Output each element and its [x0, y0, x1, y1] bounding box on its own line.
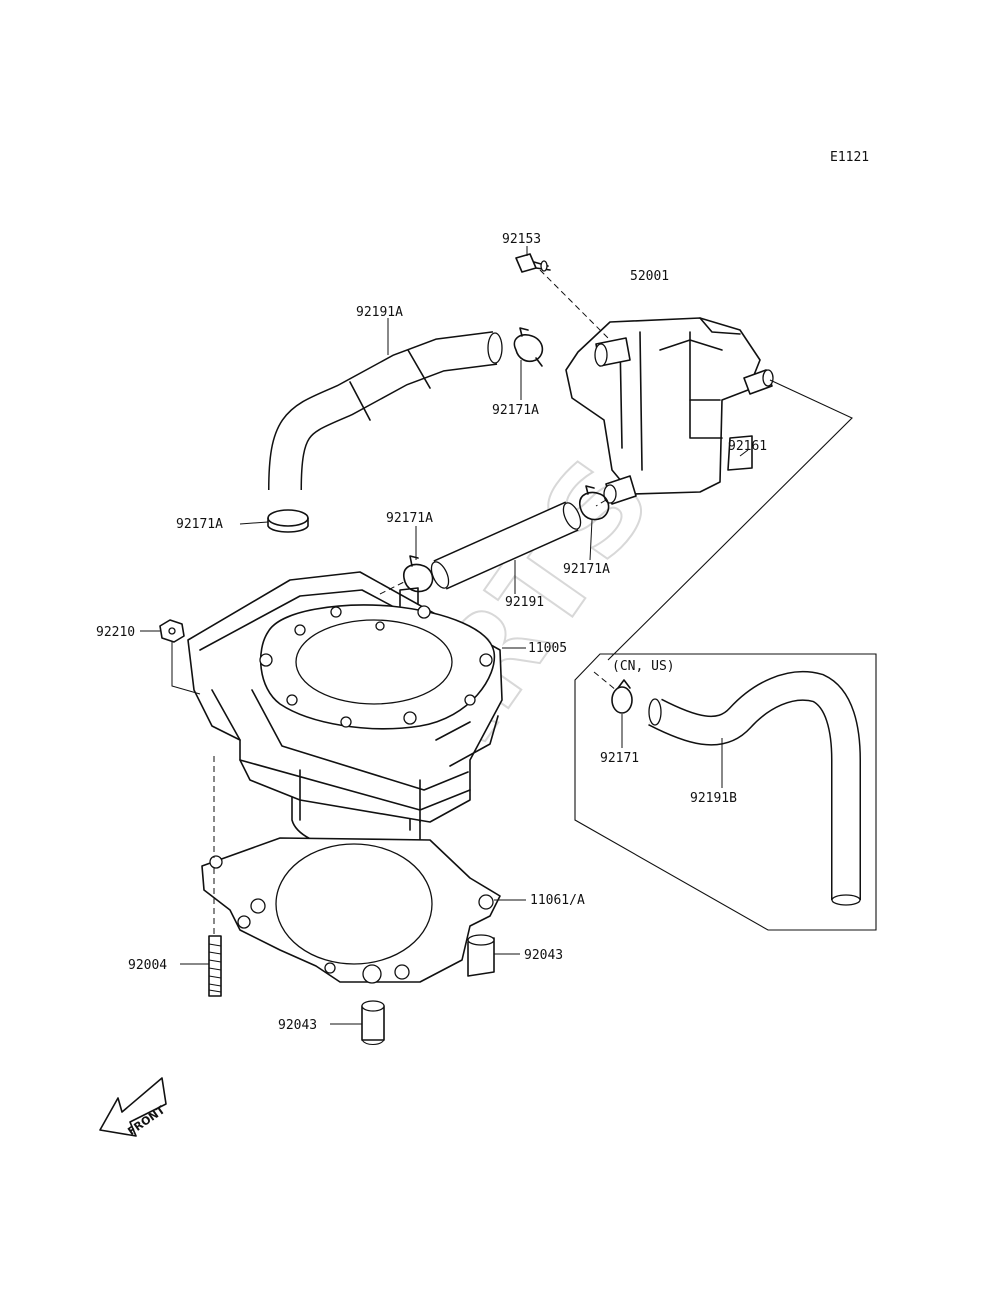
label-92171: 92171 [600, 751, 639, 766]
stud-92004[interactable] [208, 935, 222, 997]
label-11005: 11005 [528, 641, 567, 656]
reservoir-tank-52001[interactable] [565, 317, 774, 505]
label-92171a-mid: 92171A [386, 511, 433, 526]
inset-region-cn-us [574, 653, 877, 931]
label-cn-us: (CN, US) [612, 659, 675, 674]
clamp-92171a-top[interactable] [513, 327, 544, 367]
clamp-92171[interactable] [611, 679, 633, 714]
dowel-pin-92043-right[interactable] [467, 934, 495, 977]
part-labels: 92153 52001 92191A 92171A 92161 92171A 9… [96, 232, 767, 1033]
label-11061a: 11061/A [530, 893, 585, 908]
label-92191b: 92191B [690, 791, 737, 806]
leader-lines [140, 246, 853, 1025]
label-92161[interactable] [727, 435, 753, 471]
diagram-code: E1121 [830, 150, 869, 165]
nut-92210[interactable] [159, 619, 185, 643]
label-92161: 92161 [728, 439, 767, 454]
label-92004: 92004 [128, 958, 167, 973]
label-52001: 52001 [630, 269, 669, 284]
label-92171a-top: 92171A [492, 403, 539, 418]
label-92191a: 92191A [356, 305, 403, 320]
clamp-92171a-left[interactable] [267, 509, 309, 533]
label-92153: 92153 [502, 232, 541, 247]
hose-92191b[interactable] [648, 670, 861, 906]
label-92043-bottom: 92043 [278, 1018, 317, 1033]
bolt-92153[interactable] [515, 253, 551, 273]
label-92043-right: 92043 [524, 948, 563, 963]
hose-92191a[interactable] [268, 331, 503, 491]
dowel-pin-92043-bottom[interactable] [361, 1000, 385, 1046]
clamp-92171a-mid[interactable] [403, 555, 434, 593]
cylinder-11005[interactable] [187, 571, 503, 852]
hose-92191[interactable] [428, 500, 584, 590]
label-92171a-left: 92171A [176, 517, 223, 532]
clamp-92171a-right[interactable] [579, 485, 610, 521]
label-92191: 92191 [505, 595, 544, 610]
label-92210: 92210 [96, 625, 135, 640]
gasket-11061a[interactable] [201, 837, 501, 984]
front-indicator: FRONT [99, 1077, 168, 1138]
label-92171a-right: 92171A [563, 562, 610, 577]
